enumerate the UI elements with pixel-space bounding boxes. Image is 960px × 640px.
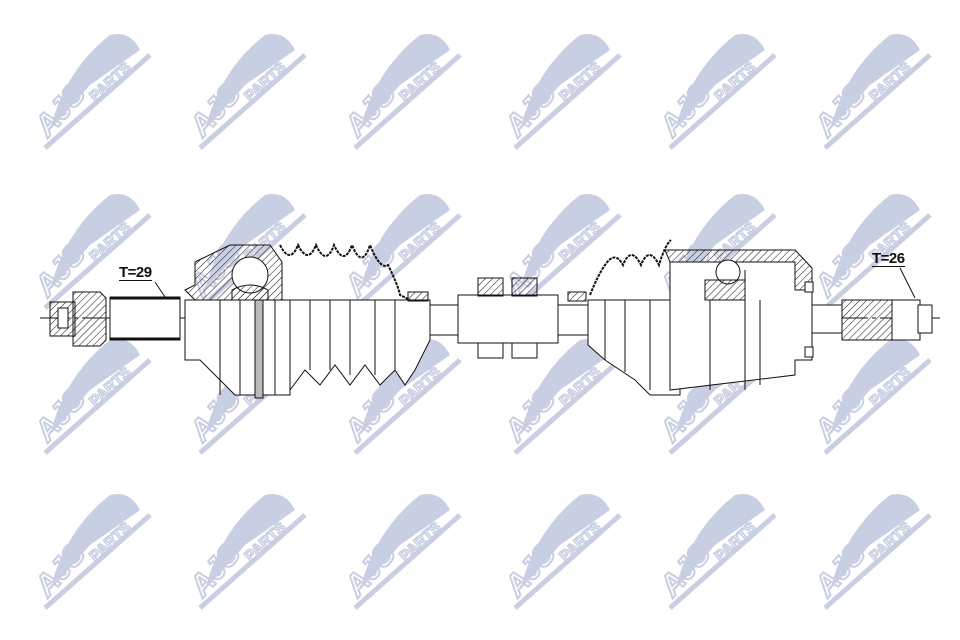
- watermark-logo: AJS PARTS: [27, 194, 152, 310]
- left-hub-nut: [49, 291, 107, 347]
- left-spline-shaft: [109, 296, 181, 341]
- right-spline-teeth-label: T=26: [872, 250, 905, 267]
- inner-tripod-joint: [664, 249, 814, 391]
- watermark-logo: AJS PARTS: [27, 494, 152, 610]
- intermediate-shaft: [429, 277, 589, 359]
- left-label-leader: [154, 281, 166, 298]
- right-label-leader: [899, 267, 916, 299]
- inner-boot: [567, 239, 681, 396]
- right-spline-shaft: [811, 299, 933, 341]
- left-spline-teeth-label: T=29: [119, 264, 152, 281]
- outer-cv-joint: [184, 244, 291, 399]
- outer-boot: [279, 242, 431, 392]
